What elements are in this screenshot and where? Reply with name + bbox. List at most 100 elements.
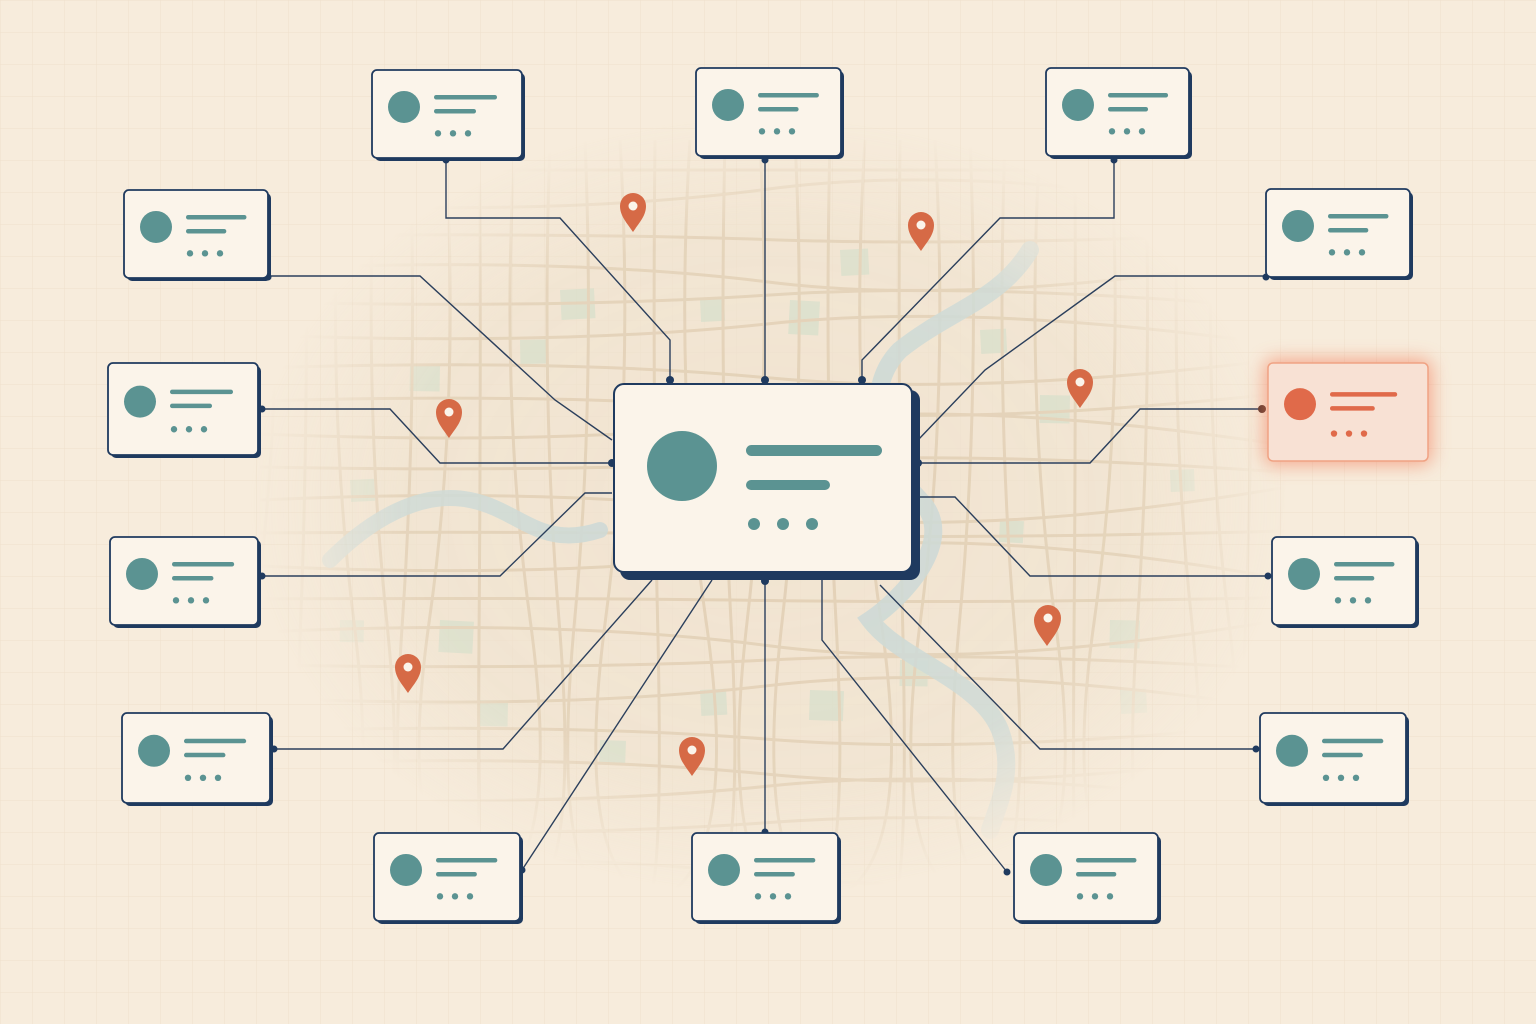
hub-card[interactable] bbox=[613, 383, 920, 580]
more-dot bbox=[754, 893, 762, 900]
connector-bottom-right-outer bbox=[879, 584, 1256, 750]
connectors bbox=[262, 158, 1268, 873]
more-dot bbox=[1106, 893, 1114, 900]
map-pin-icon bbox=[395, 654, 421, 693]
node-card-bottom-left-outer[interactable] bbox=[121, 712, 273, 806]
hub-dot-3 bbox=[806, 518, 818, 530]
subtitle-line bbox=[172, 575, 214, 581]
avatar-icon bbox=[1284, 388, 1316, 421]
node-card-bottom-right[interactable] bbox=[1013, 832, 1161, 924]
subtitle-line bbox=[1076, 871, 1117, 877]
map-pins bbox=[395, 193, 1093, 776]
node-card-top-right[interactable] bbox=[1045, 67, 1192, 159]
more-dot bbox=[434, 130, 442, 137]
title-line bbox=[758, 92, 819, 98]
more-dot bbox=[1358, 249, 1366, 256]
node-card-lower-left[interactable] bbox=[109, 536, 261, 628]
more-dot bbox=[784, 893, 792, 900]
node-card-bottom-left[interactable] bbox=[373, 832, 523, 924]
avatar-icon bbox=[1282, 209, 1314, 242]
more-dot bbox=[214, 774, 222, 781]
connector-top-right bbox=[861, 158, 1115, 380]
node-card-top-center[interactable] bbox=[695, 67, 844, 159]
connector-lower-left bbox=[262, 492, 612, 577]
avatar-icon bbox=[138, 734, 170, 767]
more-dot bbox=[185, 426, 193, 433]
connector-lower-right bbox=[918, 496, 1268, 577]
hub-title-line bbox=[746, 445, 882, 456]
city-map bbox=[240, 120, 1302, 900]
subtitle-line bbox=[184, 752, 226, 758]
connector-mid-right bbox=[918, 408, 1262, 464]
node-card-bottom-right-outer[interactable] bbox=[1259, 712, 1409, 806]
more-dot bbox=[202, 597, 210, 604]
more-dot bbox=[1076, 893, 1084, 900]
card-body bbox=[121, 712, 271, 804]
node-card-upper-left[interactable] bbox=[123, 189, 271, 281]
more-dot bbox=[1343, 249, 1351, 256]
title-line bbox=[1328, 213, 1389, 219]
more-dot bbox=[1328, 249, 1336, 256]
title-line bbox=[184, 738, 247, 744]
title-line bbox=[754, 857, 816, 863]
node-cards bbox=[107, 67, 1432, 924]
subtitle-line bbox=[754, 871, 795, 877]
more-dot bbox=[1337, 774, 1345, 781]
more-dot bbox=[1360, 430, 1368, 437]
hub-dot-1 bbox=[748, 518, 760, 530]
more-dot bbox=[1352, 774, 1360, 781]
subtitle-line bbox=[1108, 106, 1149, 112]
hub-dot-2 bbox=[777, 518, 789, 530]
connector-bottom-left bbox=[521, 579, 713, 871]
more-dot bbox=[1123, 128, 1131, 135]
avatar-icon bbox=[1276, 734, 1308, 767]
avatar-icon bbox=[708, 853, 740, 886]
node-card-lower-right[interactable] bbox=[1271, 536, 1419, 628]
node-card-mid-right[interactable] bbox=[1264, 359, 1432, 465]
more-dot bbox=[449, 130, 457, 137]
more-dot bbox=[172, 597, 180, 604]
node-card-mid-left[interactable] bbox=[107, 362, 261, 458]
hub-subtitle-line bbox=[746, 480, 830, 490]
title-line bbox=[434, 94, 497, 100]
connector-top-left bbox=[445, 160, 671, 380]
more-dot bbox=[758, 128, 766, 135]
avatar-icon bbox=[1030, 853, 1062, 886]
title-line bbox=[172, 561, 235, 567]
title-line bbox=[1334, 561, 1395, 567]
avatar-icon bbox=[124, 385, 156, 418]
title-line bbox=[186, 214, 247, 220]
more-dot bbox=[199, 774, 207, 781]
connector-bottom-left-outer bbox=[274, 579, 653, 750]
avatar-icon bbox=[390, 853, 422, 886]
connector-upper-right bbox=[917, 275, 1266, 441]
river-east bbox=[857, 241, 1039, 839]
title-line bbox=[436, 857, 498, 863]
avatar-icon bbox=[1062, 88, 1094, 121]
title-line bbox=[170, 389, 233, 395]
avatar-icon bbox=[388, 90, 420, 123]
subtitle-line bbox=[1334, 575, 1375, 581]
more-dot bbox=[1322, 774, 1330, 781]
more-dot bbox=[1349, 597, 1357, 604]
subtitle-line bbox=[1328, 227, 1369, 233]
connector-upper-left bbox=[268, 275, 613, 441]
node-card-upper-right[interactable] bbox=[1265, 188, 1413, 280]
map-pin-icon bbox=[436, 399, 462, 438]
more-dot bbox=[216, 250, 224, 257]
more-dot bbox=[170, 426, 178, 433]
map-pin-icon bbox=[1067, 369, 1093, 408]
node-card-bottom-center[interactable] bbox=[691, 832, 841, 924]
more-dot bbox=[1334, 597, 1342, 604]
map-pin-icon bbox=[620, 193, 646, 232]
more-dot bbox=[788, 128, 796, 135]
node-card-top-left[interactable] bbox=[371, 69, 525, 161]
more-dot bbox=[464, 130, 472, 137]
more-dot bbox=[1364, 597, 1372, 604]
more-dot bbox=[1108, 128, 1116, 135]
map-pin-icon bbox=[1035, 605, 1061, 644]
avatar-icon bbox=[126, 557, 158, 590]
connector-mid-left bbox=[262, 408, 612, 464]
subtitle-line bbox=[1322, 752, 1363, 758]
